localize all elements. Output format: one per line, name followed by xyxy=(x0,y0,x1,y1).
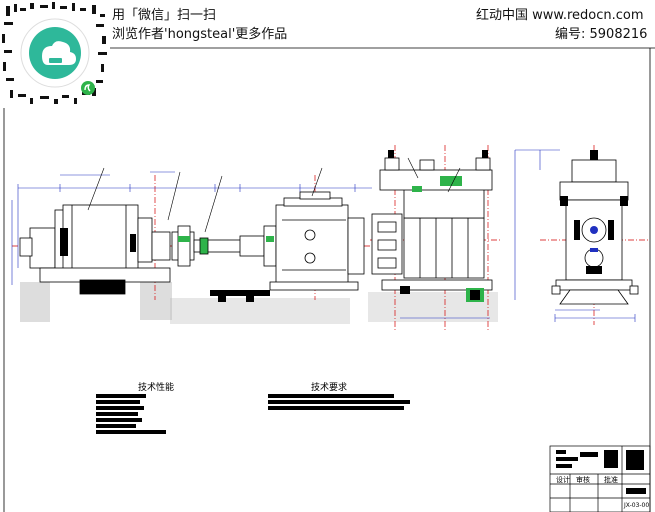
title-cell-design: 设计 xyxy=(556,476,570,484)
title-cell-review: 审核 xyxy=(576,476,590,484)
title-cell-approve: 批准 xyxy=(604,476,618,484)
pinion-stand xyxy=(371,157,493,291)
tech-requirements-text xyxy=(268,394,410,410)
gearbox xyxy=(269,191,365,291)
gearbox-base xyxy=(210,290,270,302)
scan-instruction: 用「微信」扫一扫 xyxy=(112,8,217,23)
motor-bearing xyxy=(60,228,136,256)
tech-requirements-heading: 技术要求 xyxy=(311,383,348,393)
qr-code xyxy=(0,0,110,106)
item-id: 编号: 5908216 xyxy=(555,27,648,42)
stand-blacks xyxy=(388,150,488,300)
end-view-blacks xyxy=(560,150,628,274)
site-name[interactable]: 红动中国 www.redocn.com xyxy=(476,8,644,23)
drawing-number: JX-03-00 xyxy=(624,502,650,509)
author-link[interactable]: 浏览作者'hongsteal'更多作品 xyxy=(112,27,288,42)
coupling-fill xyxy=(178,236,274,242)
tech-performance-heading: 技术性能 xyxy=(138,383,175,393)
tech-performance-text xyxy=(96,394,166,434)
coupling-shaft xyxy=(171,225,277,267)
title-block-fill xyxy=(556,450,646,494)
title-block xyxy=(549,445,651,512)
leader-lines xyxy=(87,157,461,233)
dimension-lines xyxy=(11,149,636,322)
end-view-blue xyxy=(590,226,598,252)
drawing-frame xyxy=(3,47,655,512)
motor xyxy=(19,204,171,295)
